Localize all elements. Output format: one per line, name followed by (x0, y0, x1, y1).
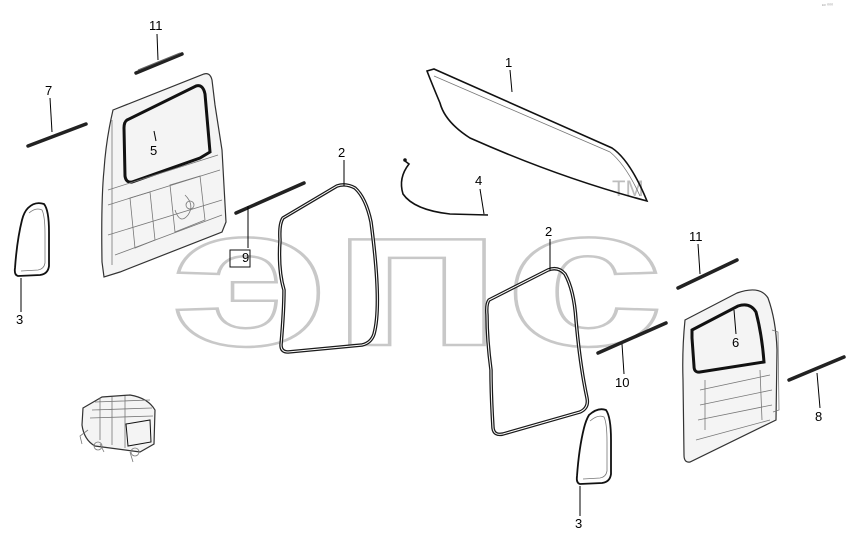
callout-10: 10 (615, 375, 629, 390)
trim-strip-8 (787, 355, 846, 382)
van-cab-thumbnail (79, 394, 156, 463)
glass-panel (425, 68, 649, 203)
watermark: эпс TM (169, 164, 667, 390)
leader-lines (20, 33, 821, 516)
door-seal-left (277, 183, 380, 354)
callout-2b: 2 (545, 224, 552, 239)
trim-strip-11-right (676, 258, 739, 290)
trim-strip-11-left (134, 52, 184, 75)
callout-11a: 11 (149, 18, 163, 33)
corner-glass-left (13, 202, 50, 277)
callout-labels: 1 2 2 3 3 4 5 6 7 8 9 10 11 11 (16, 18, 822, 531)
callout-3a: 3 (16, 312, 23, 327)
corner-glass-right (575, 408, 612, 485)
callout-3b: 3 (575, 516, 582, 531)
callout-1: 1 (505, 55, 512, 70)
callout-11b: 11 (689, 229, 703, 244)
door-frame-right (682, 289, 780, 463)
clip-part (229, 249, 251, 268)
door-seal-right (485, 266, 590, 437)
cable (400, 158, 489, 216)
trim-strip-7 (26, 122, 88, 148)
callout-6: 6 (732, 335, 739, 350)
door-frame-left (101, 73, 227, 278)
callout-4: 4 (475, 173, 482, 188)
trim-strip-10 (596, 321, 668, 355)
callout-7: 7 (45, 83, 52, 98)
corner-text: ᵉᵒ ⁰⁰⁰ (822, 3, 833, 9)
watermark-tm: TM (612, 176, 644, 201)
watermark-text: эпс (170, 165, 665, 388)
callout-9: 9 (242, 250, 249, 265)
trim-strip-9 (234, 181, 306, 215)
callout-5: 5 (150, 143, 157, 158)
callout-2a: 2 (338, 145, 345, 160)
callout-8: 8 (815, 409, 822, 424)
